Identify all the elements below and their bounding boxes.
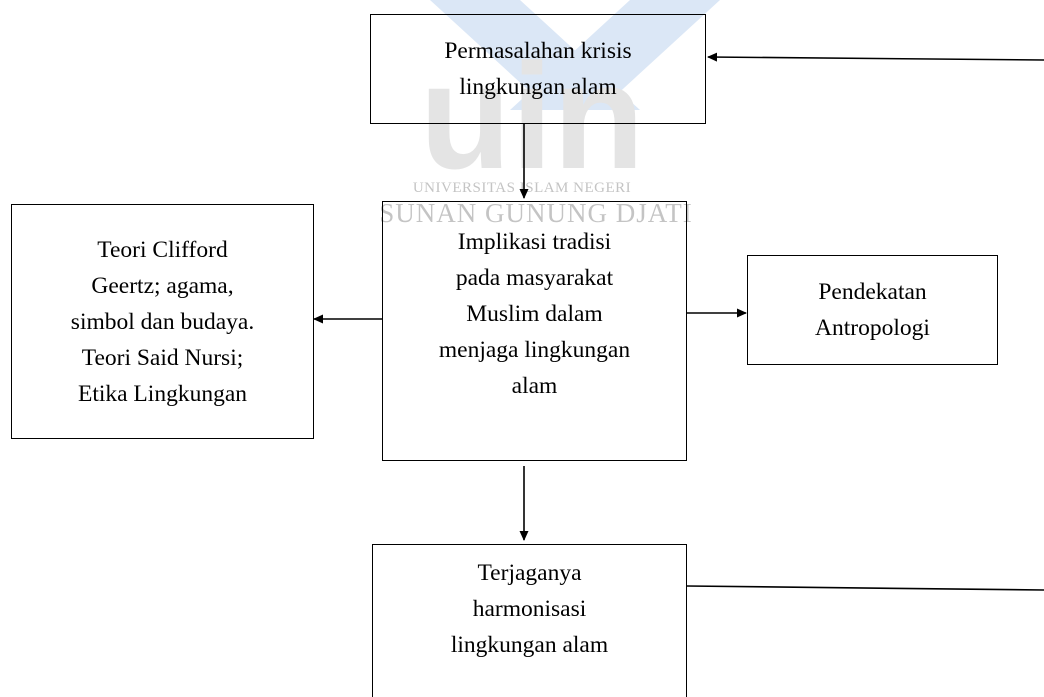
approach-box: Pendekatan Antropologi (747, 255, 998, 365)
implication-box: Implikasi tradisi pada masyarakat Muslim… (382, 201, 687, 461)
outcome-text: Terjaganya harmonisasi lingkungan alam (450, 560, 609, 658)
implication-text: Implikasi tradisi pada masyarakat Muslim… (438, 229, 631, 399)
problem-text: Permasalahan krisis lingkungan alam (444, 38, 632, 100)
outcome-box: Terjaganya harmonisasi lingkungan alam (372, 544, 687, 697)
problem-box: Permasalahan krisis lingkungan alam (370, 14, 706, 124)
feedback-loop-line (686, 585, 1044, 591)
theory-box: Teori Clifford Geertz; agama, simbol dan… (11, 204, 314, 439)
theory-text: Teori Clifford Geertz; agama, simbol dan… (70, 236, 255, 407)
approach-text: Pendekatan Antropologi (815, 279, 930, 341)
watermark-line1: UNIVERSITAS ISLAM NEGERI (413, 180, 631, 196)
feedback-loop-return (707, 52, 1044, 62)
